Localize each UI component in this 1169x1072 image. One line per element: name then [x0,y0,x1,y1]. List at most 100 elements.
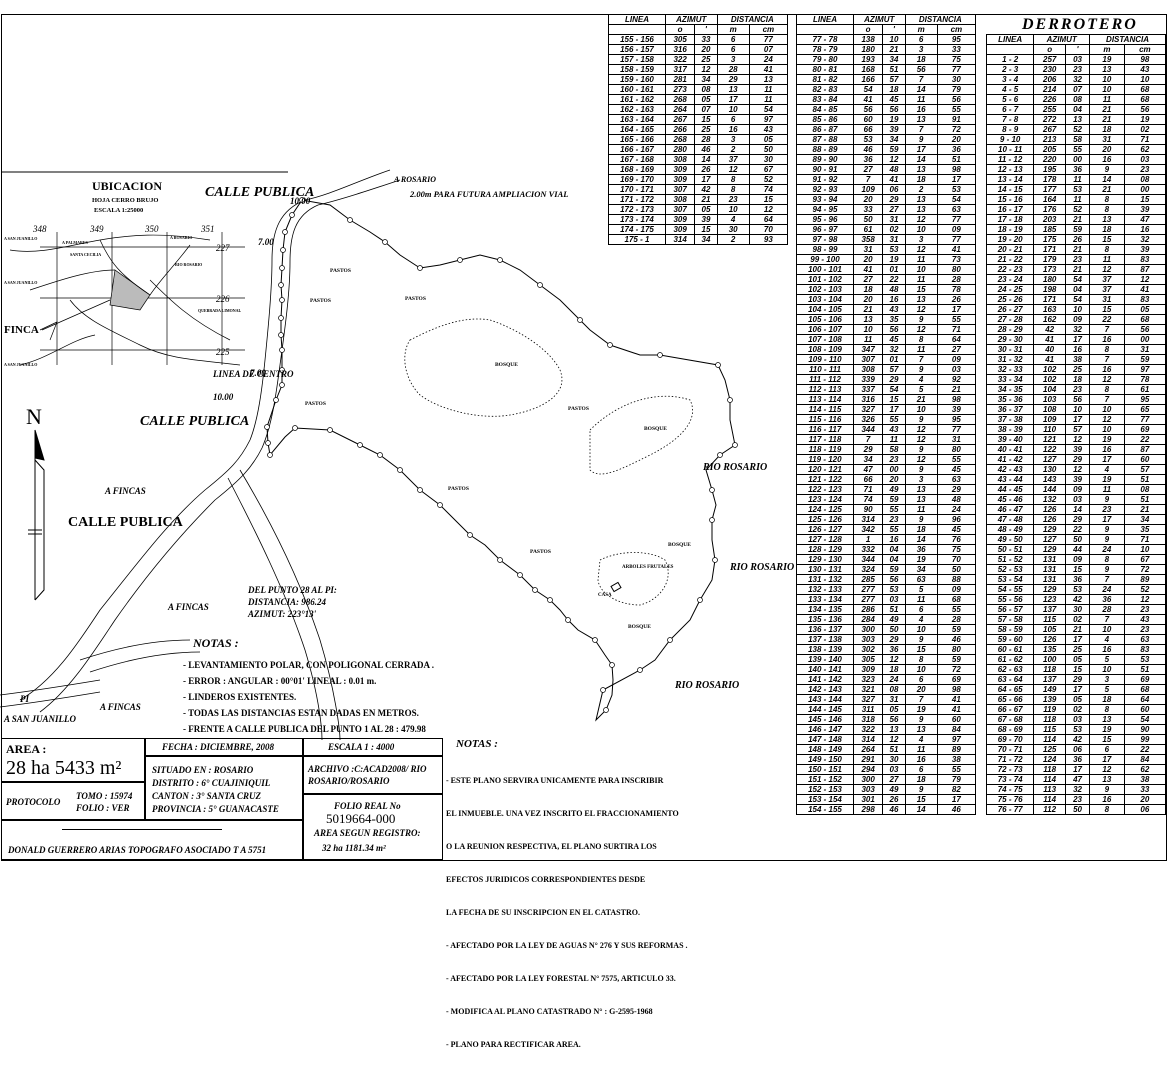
table-cell: 8 - 9 [985,124,1035,135]
table-cell: 13 [904,204,938,215]
table-cell: 124 - 125 [796,504,854,515]
table-cell: 36 [1065,574,1091,585]
table-cell: 13 [748,74,789,85]
table-cell: 24 [748,54,789,65]
table-cell: 324 [852,564,884,575]
table-cell: 33 [852,204,884,215]
table-cell: 38 [936,754,977,765]
table-cell: 13 [882,724,906,735]
table-cell: 10 [1065,304,1091,315]
table-cell: 291 [852,754,884,765]
table-cell: 66 - 67 [985,704,1035,715]
surveyor: DONALD GUERRERO ARIAS TOPOGRAFO ASOCIADO… [8,845,267,855]
table-cell: 15 - 16 [985,194,1035,205]
table-cell: 50 [852,214,884,225]
ampliacion-label: 2.00m PARA FUTURA AMPLIACION VIAL [409,189,568,199]
table-cell: 31 [852,244,884,255]
legal-note: EL INMUEBLE. UNA VEZ INSCRITO EL FRACCIO… [446,809,679,818]
table-cell: 59 [882,144,906,155]
table-cell: 29 - 30 [985,334,1035,345]
table-cell: 23 [882,514,906,525]
area-registro-label: AREA SEGUN REGISTRO: [314,828,421,838]
table-cell: 23 [1065,254,1091,265]
table-cell: 301 [852,794,884,805]
table-cell: 74 [748,184,789,195]
table-cell: 03 [1123,154,1167,165]
table-cell: 54 [852,84,884,95]
table-cell: 171 - 172 [608,194,666,205]
table-cell: 04 [1065,284,1091,295]
table-cell: 12 [748,204,789,215]
table-cell: 101 - 102 [796,274,854,285]
table-cell: 157 - 158 [608,54,666,65]
table-cell: 11 [904,594,938,605]
table-cell: 09 [936,354,977,365]
table-cell: 56 [852,104,884,115]
area-box: AREA : 28 ha 5433 m² [1,738,145,782]
table-cell: 49 - 50 [985,534,1035,545]
table-cell: 21 [1065,214,1091,225]
table-cell: 9 [1089,534,1125,545]
table-cell: 5 [904,384,938,395]
table-cell: 141 - 142 [796,674,854,685]
table-cell: 37 [1089,284,1125,295]
table-cell: 314 [664,234,696,245]
table-cell: 8 [1089,804,1125,815]
table-cell: 98 [936,684,977,695]
table-cell: 144 - 145 [796,704,854,715]
table-cell: 03 [1065,714,1091,725]
table-cell: 30 [1065,604,1091,615]
table-cell: 125 - 126 [796,514,854,525]
table-cell: 9 [904,714,938,725]
table-cell: 54 [1123,714,1167,725]
table-cell: 24 [936,504,977,515]
table-cell: 15 [882,394,906,405]
table-cell: 45 [882,94,906,105]
table-cell: 22 [1089,314,1125,325]
table-cell: 27 - 28 [985,314,1035,325]
table-cell: 78 [936,284,977,295]
table-cell: 14 [1089,174,1125,185]
table-cell: 2 - 3 [985,64,1035,75]
table-cell: 18 [1089,694,1125,705]
table-cell: 15 [694,114,718,125]
table-cell: 57 - 58 [985,614,1035,625]
table-cell: 28 - 29 [985,324,1035,335]
table-cell: 52 [1065,124,1091,135]
note-item: - ERROR : ANGULAR : 00°01' LINEAL : 0.01… [183,676,377,686]
table-cell: 7 [852,434,884,445]
table-cell: 10 [904,404,938,415]
table-cell: 41 [936,694,977,705]
table-cell: 77 [936,214,977,225]
table-cell: 18 [1089,124,1125,135]
table-cell: 17 [1065,334,1091,345]
table-cell: 20 [852,254,884,265]
table-cell: 36 [852,154,884,165]
folio-real: 5019664-000 [326,811,396,826]
table-cell: 272 [1033,114,1067,125]
table-cell: 12 [904,304,938,315]
table-cell: 41 [936,704,977,715]
